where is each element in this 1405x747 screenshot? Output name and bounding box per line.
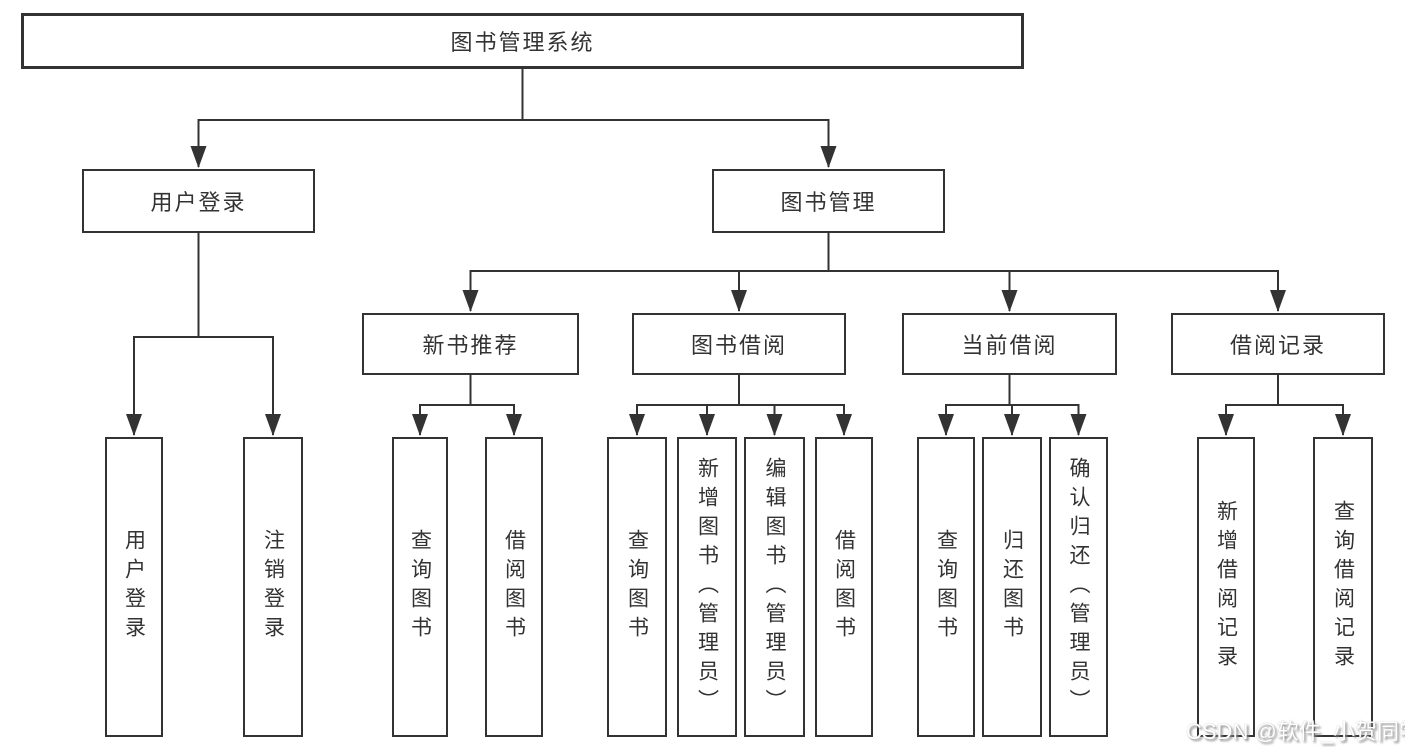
node-leaf-borrow-query-books: 查询图书 xyxy=(607,437,667,737)
node-borrow-records-label: 借阅记录 xyxy=(1229,333,1326,358)
node-leaf-confirm-return-admin-label: 确认归还（管理员） xyxy=(1067,456,1090,718)
node-current-borrowing-label: 当前借阅 xyxy=(961,333,1058,358)
node-leaf-add-book-admin-label: 新增图书（管理员） xyxy=(695,456,719,718)
node-leaf-user-login-label: 用户登录 xyxy=(122,529,146,645)
node-book-management: 图书管理 xyxy=(712,169,945,233)
node-book-management-label: 图书管理 xyxy=(780,190,877,215)
node-leaf-query-borrow-record-label: 查询借阅记录 xyxy=(1331,500,1355,674)
node-leaf-user-login: 用户登录 xyxy=(105,437,163,737)
node-new-book-recommend-label: 新书推荐 xyxy=(422,333,519,358)
node-leaf-return-books: 归还图书 xyxy=(982,437,1042,737)
node-leaf-return-books-label: 归还图书 xyxy=(1000,529,1024,645)
node-leaf-add-borrow-record: 新增借阅记录 xyxy=(1197,437,1255,737)
node-leaf-current-query-books: 查询图书 xyxy=(917,437,975,737)
node-new-book-recommend: 新书推荐 xyxy=(362,313,579,375)
node-leaf-borrow-borrow-books-label: 借阅图书 xyxy=(832,529,856,645)
node-book-borrowing-label: 图书借阅 xyxy=(690,333,787,358)
node-leaf-borrow-borrow-books: 借阅图书 xyxy=(815,437,873,737)
node-user-login-branch-label: 用户登录 xyxy=(150,190,247,215)
node-leaf-add-book-admin: 新增图书（管理员） xyxy=(677,437,737,737)
node-leaf-confirm-return-admin: 确认归还（管理员） xyxy=(1049,437,1108,737)
node-book-borrowing: 图书借阅 xyxy=(632,313,846,375)
node-leaf-newbook-query-books-label: 查询图书 xyxy=(408,529,432,645)
node-leaf-query-borrow-record: 查询借阅记录 xyxy=(1313,437,1373,737)
node-user-login-branch: 用户登录 xyxy=(82,169,315,233)
node-leaf-edit-book-admin: 编辑图书（管理员） xyxy=(744,437,805,737)
node-borrow-records: 借阅记录 xyxy=(1171,313,1385,375)
node-library-system: 图书管理系统 xyxy=(21,13,1024,69)
node-leaf-newbook-borrow-books: 借阅图书 xyxy=(485,437,543,737)
node-leaf-newbook-borrow-books-label: 借阅图书 xyxy=(502,529,526,645)
node-leaf-current-query-books-label: 查询图书 xyxy=(934,529,958,645)
node-current-borrowing: 当前借阅 xyxy=(902,313,1117,375)
node-library-system-label: 图书管理系统 xyxy=(450,30,595,55)
node-leaf-newbook-query-books: 查询图书 xyxy=(392,437,448,737)
csdn-watermark: CSDN @软件_小贺同学 xyxy=(1186,719,1405,744)
node-leaf-logout-label: 注销登录 xyxy=(261,529,285,645)
node-leaf-add-borrow-record-label: 新增借阅记录 xyxy=(1214,500,1238,674)
node-leaf-logout: 注销登录 xyxy=(243,437,303,737)
node-leaf-borrow-query-books-label: 查询图书 xyxy=(625,529,649,645)
node-leaf-edit-book-admin-label: 编辑图书（管理员） xyxy=(763,456,786,718)
